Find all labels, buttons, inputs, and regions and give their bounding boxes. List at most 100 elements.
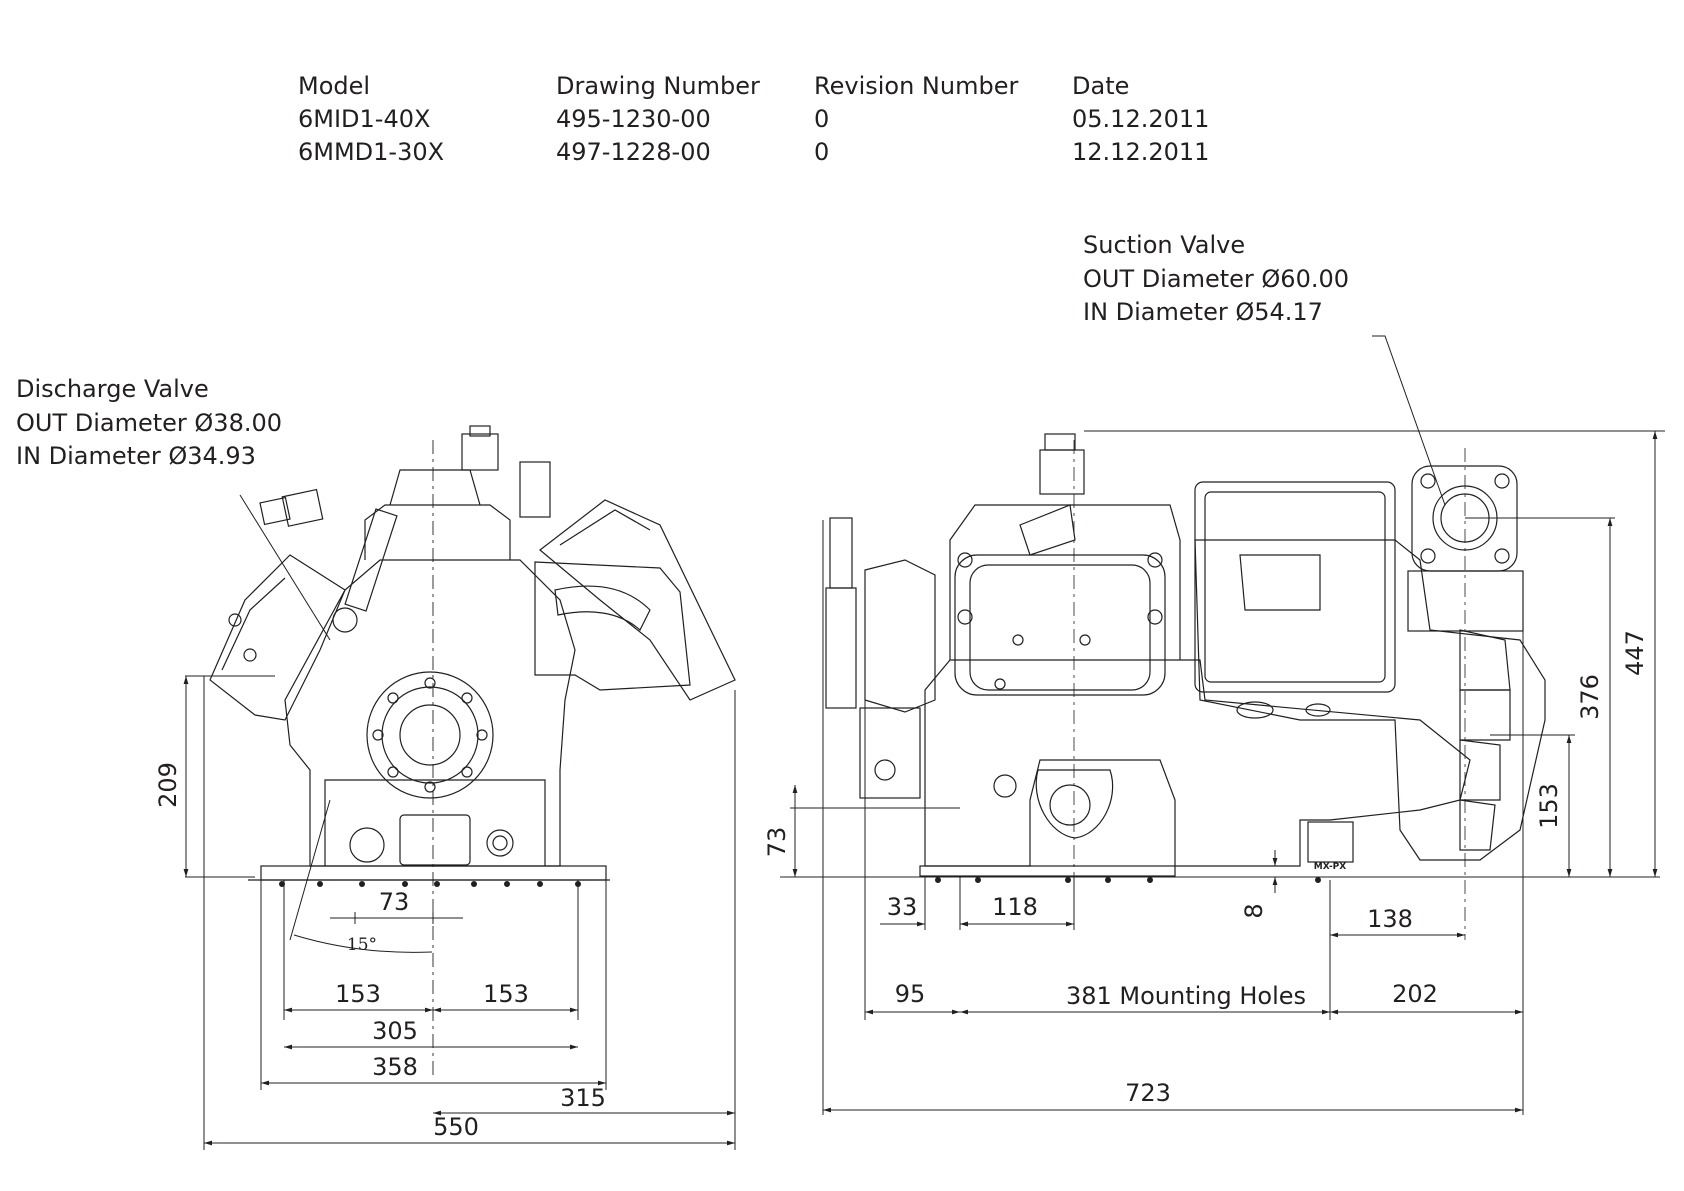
discharge-valve-note: Discharge Valve OUT Diameter Ø38.00 IN D… [16,373,282,474]
front-oil-sight-glass [349,827,385,863]
dim-label-376: 376 [1576,674,1604,720]
side-motor-fin [1459,739,1501,801]
side-cable-gland [1305,703,1331,717]
front-left-bank-bolt [243,648,257,662]
drawing-number-cell: 495-1230-00 [556,105,711,133]
front-base-plate [260,865,607,881]
front-left-bank-detail [221,577,286,671]
dim-label-381-mounting-holes: 381 Mounting Holes [1066,982,1306,1010]
front-solenoid-cap [469,425,491,437]
side-mounting-bolts [935,877,1321,883]
dim-label-153-left: 153 [335,980,381,1008]
plate-tag-text: MX-PX [1314,862,1346,872]
side-terminal-box-window [1239,554,1321,611]
side-label-plate [1307,821,1354,863]
front-terminal-box [534,561,691,691]
front-bearing-cover [366,671,494,799]
front-mounting-bolts [279,881,581,887]
front-right-cylinder-bank [539,499,736,701]
front-view-dimensions [183,494,736,1150]
front-discharge-valve-stem [259,496,291,526]
side-view [780,433,1660,940]
side-motor-fin [1459,799,1496,851]
front-left-bank-bolt [228,613,242,627]
model-cell: 6MID1-40X [298,105,431,133]
discharge-valve-title: Discharge Valve [16,375,209,403]
drawing-number-cell: 497-1228-00 [556,138,711,166]
dim-label-8: 8 [1240,903,1268,918]
side-cylinder-head-inner [969,564,1151,691]
side-crankcase-lobe [1035,769,1114,839]
front-oil-pressure-fitting [344,508,398,612]
angle-arc [293,934,433,953]
front-nameplate-recess [399,814,471,866]
side-motor-fin [1459,629,1511,691]
dim-label-209: 209 [154,762,182,808]
side-cylinder-bank [949,504,1181,660]
suction-valve-leader [1372,335,1446,506]
side-head-bolts [957,552,1163,690]
dim-label-358: 358 [372,1053,418,1081]
side-oil-pump-plug [874,759,896,781]
discharge-valve-leader [239,494,331,641]
front-head-top [389,469,481,506]
front-bearing-cover-ring [381,686,479,784]
side-crankcase-port [1049,784,1091,826]
date-cell: 12.12.2011 [1072,138,1210,166]
dim-label-73-side: 73 [763,827,791,858]
side-terminal-box [1194,481,1396,693]
suction-valve-title: Suction Valve [1083,231,1246,259]
side-discharge-valve-body [829,517,853,589]
dim-label-550: 550 [433,1113,479,1141]
column-header: Drawing Number [556,72,760,100]
dim-label-153-right: 153 [483,980,529,1008]
angle-ref-line [289,799,331,941]
side-sight-glass [993,774,1017,798]
dim-label-315: 315 [560,1084,606,1112]
front-shaft-bore [399,704,461,766]
revision-number-cell: 0 [814,138,830,166]
suction-valve-out-diameter: OUT Diameter Ø60.00 [1083,264,1350,293]
side-flange-bolts [1420,473,1510,564]
side-unloader-valve [1019,504,1076,556]
front-left-cylinder-bank [209,554,346,721]
side-view-dimensions [790,335,1665,1115]
dim-label-95: 95 [895,980,926,1008]
side-view-dimension-labels: 447 376 153 73 8 33 118 138 95 381 Mount… [763,630,1649,1107]
suction-valve-note: Suction Valve OUT Diameter Ø60.00 IN Dia… [1083,229,1349,330]
column-header: Model [298,72,371,100]
side-oil-pump [859,707,921,799]
side-motor-fin [1459,689,1511,741]
front-drain-plug-inner [492,835,508,851]
front-drain-plug [486,829,514,857]
front-crankcase-lower [324,779,546,866]
side-cable-gland [1236,701,1274,719]
front-discharge-valve [281,488,324,527]
dim-label-305: 305 [372,1017,418,1045]
dim-label-202: 202 [1392,980,1438,1008]
front-unloader [519,461,551,518]
dim-label-153-side: 153 [1535,783,1563,829]
front-cylinder-head [364,504,511,560]
dim-label-118: 118 [992,893,1038,921]
table-row: 6MID1-40X 495-1230-00 0 05.12.2011 [298,105,1272,138]
dim-label-33: 33 [887,893,918,921]
revision-number-cell: 0 [814,105,830,133]
dim-label-15-degrees: 15° [347,935,377,955]
date-cell: 05.12.2011 [1072,105,1210,133]
side-solenoid-coil [1039,449,1085,495]
side-motor-housing [1194,539,1546,861]
front-right-bank-detail [559,509,651,546]
dim-label-138: 138 [1367,905,1413,933]
side-suction-body [1407,570,1524,632]
side-terminal-box-lid [1204,491,1386,683]
suction-valve-in-diameter: IN Diameter Ø54.17 [1083,298,1323,326]
front-view-dimension-labels: 209 73 15° 153 153 305 358 315 550 [154,762,606,1141]
side-oil-pump-cover [864,559,936,713]
side-crankcase [924,659,1471,867]
model-cell: 6MMD1-30X [298,138,445,166]
front-solenoid-coil [461,433,499,471]
table-row: 6MMD1-30X 497-1228-00 0 12.12.2011 [298,138,1272,171]
front-terminal-box-label [554,585,651,631]
